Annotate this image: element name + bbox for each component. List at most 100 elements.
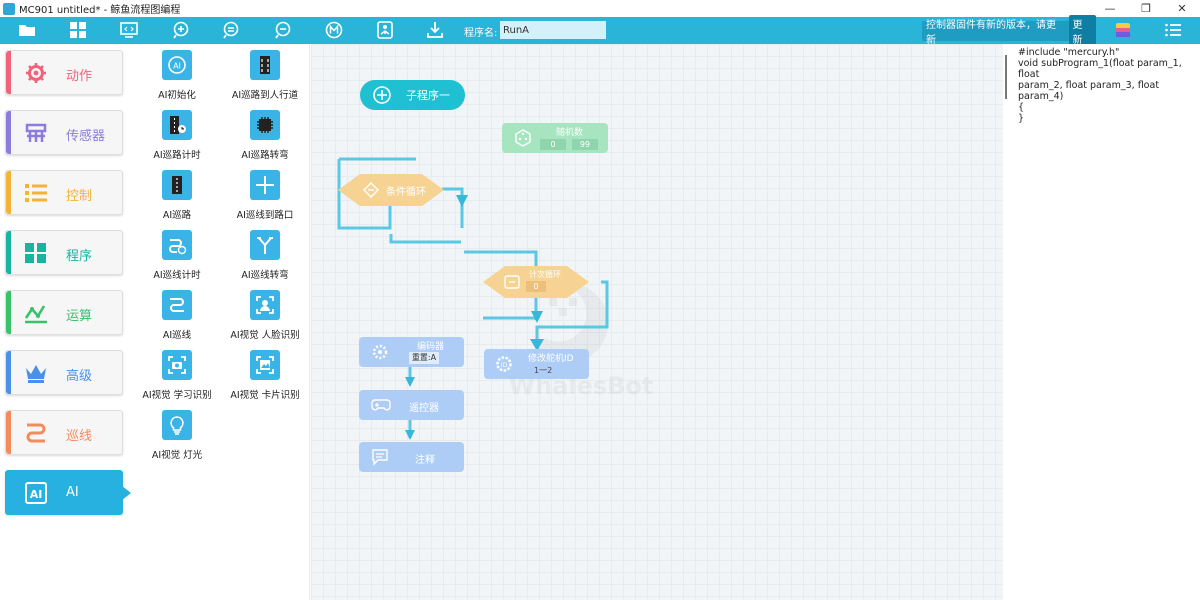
block-ai-line-turn[interactable]: AI巡线转弯 xyxy=(225,230,305,281)
category-sensor[interactable]: 传感器 xyxy=(5,110,123,155)
block-ai-road[interactable]: AI巡路 xyxy=(137,170,217,221)
app-icon xyxy=(3,2,15,15)
servo-id-icon: ID xyxy=(496,356,512,372)
encoder-node[interactable]: 编码器 重置:A xyxy=(359,337,464,367)
loop-icon xyxy=(363,182,379,198)
crosswalk-icon xyxy=(250,50,280,80)
condition-loop-node[interactable]: 条件循环 xyxy=(338,174,444,206)
ai-init-icon: AI xyxy=(162,50,192,80)
svg-text:AI: AI xyxy=(173,62,181,71)
comment-node[interactable]: 注释 xyxy=(359,442,464,472)
grid-icon[interactable] xyxy=(69,21,87,39)
person-icon[interactable] xyxy=(376,21,394,39)
bulb-icon xyxy=(162,410,192,440)
category-program[interactable]: 程序 xyxy=(5,230,123,275)
toolbar: 程序名: 控制器固件有新的版本，请更新 更新 xyxy=(0,15,1200,47)
block-ai-learning-recognition[interactable]: AI视觉 学习识别 xyxy=(137,350,217,401)
block-ai-line-intersection[interactable]: AI巡线到路口 xyxy=(225,170,305,221)
servo-id-value[interactable]: 1一2 xyxy=(534,366,553,375)
block-ai-card-recognition[interactable]: AI视觉 卡片识别 xyxy=(225,350,305,401)
line-timer-icon xyxy=(162,230,192,260)
random-max-input[interactable]: 99 xyxy=(572,139,598,150)
counter-icon xyxy=(504,275,520,289)
block-ai-vision-light[interactable]: AI视觉 灯光 xyxy=(137,410,217,461)
scrollbar-thumb[interactable] xyxy=(1005,55,1007,99)
category-operation[interactable]: 运算 xyxy=(5,290,123,335)
arrow-head xyxy=(405,430,415,440)
category-label: 巡线 xyxy=(66,429,93,444)
palette-icon[interactable] xyxy=(1114,21,1132,39)
flow-canvas[interactable]: WhalesBot 子程序一 随机数 0 xyxy=(311,44,1003,600)
category-panel: 动作 传感器 控制 程序 运算 高级 巡线 AI AI xyxy=(0,44,140,600)
maximize-button[interactable]: ❐ xyxy=(1141,2,1151,15)
track-icon xyxy=(26,423,46,443)
count-loop-node[interactable]: 计次循环 0 xyxy=(483,266,589,298)
code-scrollbar[interactable] xyxy=(1003,44,1015,600)
menu-list-icon[interactable] xyxy=(1164,21,1182,39)
block-ai-line[interactable]: AI巡线 xyxy=(137,290,217,341)
category-label: 运算 xyxy=(66,309,93,324)
category-label: 控制 xyxy=(66,189,93,204)
turn-icon xyxy=(250,230,280,260)
gamepad-icon xyxy=(371,399,391,411)
condition-loop-label: 条件循环 xyxy=(386,187,426,198)
zoom-reset-icon[interactable] xyxy=(222,21,240,39)
block-ai-init[interactable]: AI AI初始化 xyxy=(137,50,217,101)
program-name-label: 程序名: xyxy=(464,28,498,39)
minimize-button[interactable]: — xyxy=(1104,2,1116,15)
open-folder-icon[interactable] xyxy=(18,21,36,39)
block-ai-line-timer[interactable]: AI巡线计时 xyxy=(137,230,217,281)
count-loop-input[interactable]: 0 xyxy=(526,281,546,292)
arrow-head xyxy=(530,339,544,351)
category-action[interactable]: 动作 xyxy=(5,50,123,95)
category-line-tracking[interactable]: 巡线 xyxy=(5,410,123,455)
random-node-label: 随机数 xyxy=(556,128,584,138)
dice-icon xyxy=(515,129,531,147)
category-ai[interactable]: AI AI xyxy=(5,470,131,515)
program-name-input[interactable] xyxy=(500,21,606,39)
comment-label: 注释 xyxy=(415,455,435,466)
svg-text:ID: ID xyxy=(501,362,508,369)
comment-icon xyxy=(372,449,388,466)
zoom-out-icon[interactable] xyxy=(274,21,292,39)
update-button[interactable]: 更新 xyxy=(1068,15,1096,47)
encoder-node-label: 编码器 xyxy=(417,342,445,352)
ai-icon: AI xyxy=(25,482,47,504)
face-icon xyxy=(250,290,280,320)
zoom-in-icon[interactable] xyxy=(172,21,190,39)
code-view-icon[interactable] xyxy=(120,21,138,39)
cross-icon xyxy=(250,170,280,200)
category-label: AI xyxy=(66,485,79,500)
firmware-notice: 控制器固件有新的版本，请更新 更新 xyxy=(922,15,1096,47)
sensor-icon xyxy=(25,123,47,142)
category-label: 程序 xyxy=(66,249,93,264)
road-icon xyxy=(162,170,192,200)
remote-control-node[interactable]: 遥控器 xyxy=(359,390,464,420)
encoder-value-input[interactable]: 重置:A xyxy=(409,352,439,364)
random-min-input[interactable]: 0 xyxy=(540,139,566,150)
block-ai-road-crosswalk[interactable]: AI巡路到人行道 xyxy=(225,50,305,101)
category-control[interactable]: 控制 xyxy=(5,170,123,215)
list-icon xyxy=(25,184,47,202)
close-button[interactable]: ✕ xyxy=(1177,2,1187,15)
start-node-subprogram[interactable]: 子程序一 xyxy=(360,80,465,110)
block-ai-face-recognition[interactable]: AI视觉 人脸识别 xyxy=(225,290,305,341)
block-palette: AI AI初始化 AI巡路到人行道 AI巡路计时 AI巡路转弯 AI巡路 AI巡… xyxy=(140,44,310,600)
code-panel[interactable]: #include "mercury.h" void subProgram_1(f… xyxy=(1015,44,1200,600)
servo-id-label: 修改舵机ID xyxy=(528,354,574,364)
graph-icon xyxy=(24,305,47,324)
arrow-head xyxy=(456,195,468,207)
flow-connections xyxy=(337,157,609,440)
download-icon[interactable] xyxy=(426,21,444,39)
code-line: void subProgram_1(float param_1, float xyxy=(1018,58,1182,80)
block-ai-road-timer[interactable]: AI巡路计时 xyxy=(137,110,217,161)
code-line: #include "mercury.h" xyxy=(1018,47,1120,58)
program-grid-icon xyxy=(25,243,46,263)
code-line: } xyxy=(1018,113,1025,124)
servo-id-node[interactable]: ID 修改舵机ID 1一2 xyxy=(484,349,589,379)
m-icon[interactable] xyxy=(325,21,343,39)
code-line: { xyxy=(1018,102,1025,113)
random-number-node[interactable]: 随机数 0 99 xyxy=(502,123,608,153)
category-advanced[interactable]: 高级 xyxy=(5,350,123,395)
block-ai-road-turn[interactable]: AI巡路转弯 xyxy=(225,110,305,161)
